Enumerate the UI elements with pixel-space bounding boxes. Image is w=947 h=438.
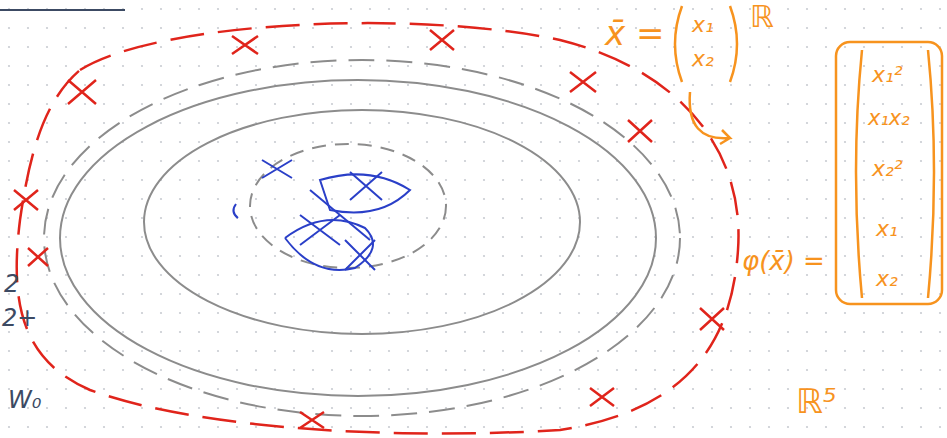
handwritten-label: ℝ⁵ [796, 384, 837, 418]
handwritten-label: φ(x̄) = [742, 248, 825, 274]
handwritten-label: x̄ = [605, 16, 664, 50]
handwritten-label: x₂ [876, 268, 898, 290]
red-crosses [14, 30, 724, 428]
mapping-hook [690, 92, 730, 144]
handwritten-label: ℝ [750, 2, 774, 32]
handwritten-label: x₁² [872, 64, 903, 86]
handwritten-label: x₂² [872, 158, 903, 180]
handwritten-label: 2 [4, 272, 19, 296]
handwritten-label: x₁ [876, 218, 898, 240]
blue-cluster [233, 160, 410, 270]
class-boundary [17, 23, 739, 433]
handwritten-label: x₁x₂ [868, 108, 910, 129]
handwritten-label: W₀ [8, 388, 41, 412]
handwritten-label: x₁ [692, 14, 714, 36]
feature-box [836, 42, 942, 304]
ink-line [0, 9, 125, 11]
vector-brackets [675, 6, 942, 304]
contour-ellipses [44, 60, 680, 416]
handwritten-label: x₂ [692, 48, 714, 70]
handwritten-label: 2+ [2, 306, 37, 330]
